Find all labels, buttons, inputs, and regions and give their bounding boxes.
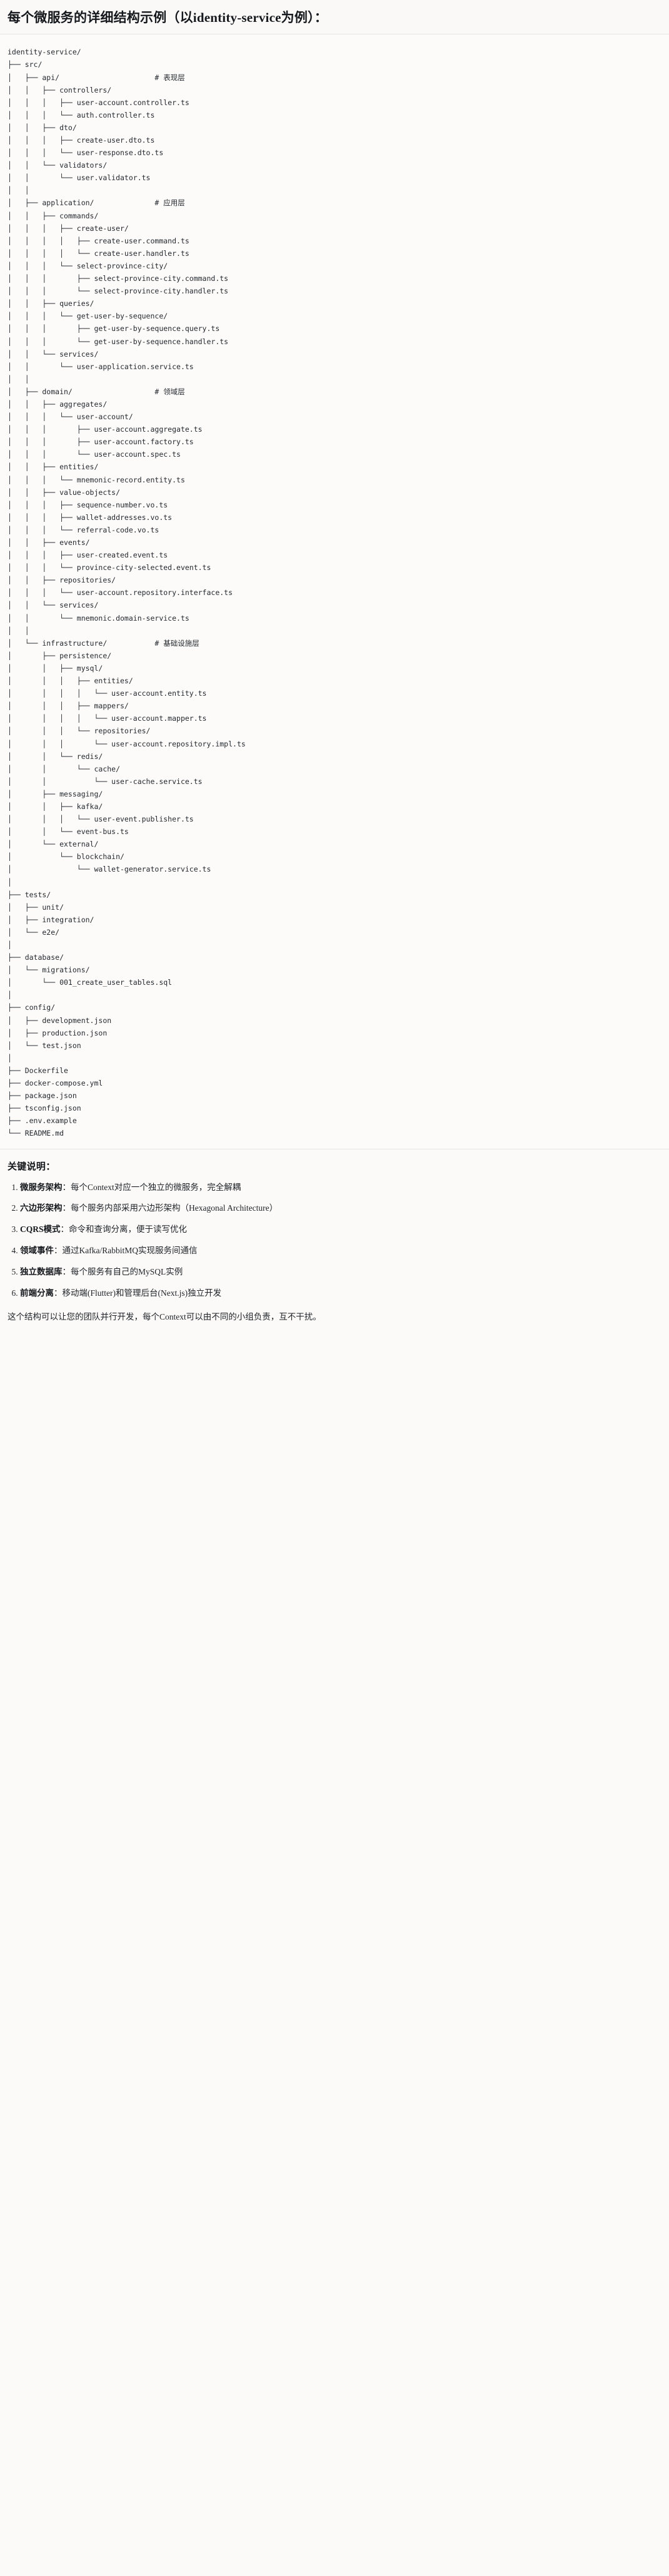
list-item: 领域事件：通过Kafka/RabbitMQ实现服务间通信: [20, 1245, 661, 1258]
document-header: 每个微服务的详细结构示例（以identity-service为例）：: [0, 0, 669, 35]
note-term: 独立数据库: [20, 1267, 63, 1277]
key-notes-section: 关键说明： 微服务架构：每个Context对应一个独立的微服务，完全解耦 六边形…: [0, 1149, 669, 1335]
document-page: 每个微服务的详细结构示例（以identity-service为例）： ident…: [0, 0, 669, 1335]
list-item: 六边形架构：每个服务内部采用六边形架构（Hexagonal Architectu…: [20, 1202, 661, 1215]
note-desc: ：通过Kafka/RabbitMQ实现服务间通信: [54, 1246, 198, 1256]
list-item: 独立数据库：每个服务有自己的MySQL实例: [20, 1266, 661, 1279]
directory-tree: identity-service/ ├── src/ │ ├── api/ # …: [8, 48, 246, 1138]
note-desc: ：每个Context对应一个独立的微服务，完全解耦: [62, 1182, 241, 1192]
note-term: 领域事件: [20, 1246, 54, 1256]
closing-paragraph: 这个结构可以让您的团队并行开发，每个Context可以由不同的小组负责，互不干扰…: [8, 1312, 321, 1322]
note-term: 六边形架构: [20, 1203, 63, 1213]
list-item: CQRS模式：命令和查询分离，便于读写优化: [20, 1223, 661, 1236]
page-title: 每个微服务的详细结构示例（以identity-service为例）：: [8, 10, 328, 25]
note-desc: ：命令和查询分离，便于读写优化: [60, 1224, 188, 1235]
note-term: 微服务架构: [20, 1182, 63, 1192]
note-term: 前端分离: [20, 1288, 54, 1298]
note-desc: ：移动端(Flutter)和管理后台(Next.js)独立开发: [54, 1288, 222, 1298]
note-term: CQRS模式: [20, 1224, 61, 1235]
key-notes-list: 微服务架构：每个Context对应一个独立的微服务，完全解耦 六边形架构：每个服…: [8, 1181, 661, 1301]
list-item: 前端分离：移动端(Flutter)和管理后台(Next.js)独立开发: [20, 1287, 661, 1300]
directory-tree-block: identity-service/ ├── src/ │ ├── api/ # …: [0, 34, 669, 1149]
note-desc: ：每个服务有自己的MySQL实例: [62, 1267, 183, 1277]
list-item: 微服务架构：每个Context对应一个独立的微服务，完全解耦: [20, 1181, 661, 1194]
key-notes-title: 关键说明：: [8, 1161, 56, 1172]
note-desc: ：每个服务内部采用六边形架构（Hexagonal Architecture）: [62, 1203, 278, 1213]
